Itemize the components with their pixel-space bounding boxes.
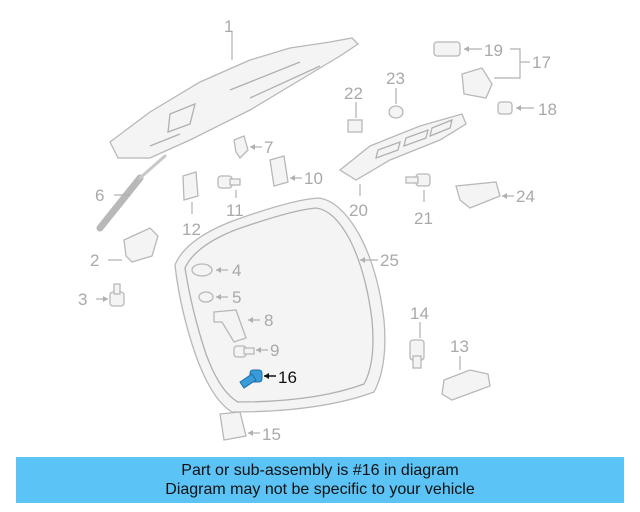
- part-10-bracket[interactable]: [269, 155, 289, 187]
- callout-7: 7: [264, 138, 273, 157]
- callout-5: 5: [232, 288, 241, 307]
- callout-9: 9: [270, 341, 279, 360]
- callout-18: 18: [538, 100, 557, 119]
- part-21-bolt[interactable]: [405, 173, 431, 187]
- part-17-latch[interactable]: [461, 67, 493, 99]
- callout-11: 11: [226, 201, 244, 220]
- callout-17: 17: [532, 53, 551, 72]
- callout-4: 4: [232, 261, 241, 280]
- part-2-hinge[interactable]: [123, 227, 159, 263]
- part-20-garnish[interactable]: [338, 113, 467, 181]
- part-25-liftgate[interactable]: [174, 197, 386, 413]
- part-3-bolt[interactable]: [109, 283, 125, 307]
- part-24-switch[interactable]: [455, 181, 501, 209]
- part-8-bracket[interactable]: [213, 309, 247, 343]
- part-19-clip[interactable]: [433, 41, 461, 57]
- callout-3: 3: [78, 290, 87, 309]
- part-16-bolt[interactable]: [239, 369, 263, 389]
- info-banner: Part or sub-assembly is #16 in diagram D…: [16, 457, 624, 503]
- banner-line-2: Diagram may not be specific to your vehi…: [165, 481, 475, 498]
- part-12-bumper[interactable]: [182, 171, 199, 201]
- part-13-striker[interactable]: [441, 369, 491, 401]
- callout-12: 12: [182, 220, 201, 239]
- callout-15: 15: [262, 425, 281, 444]
- part-9-bolt[interactable]: [233, 345, 255, 358]
- callout-19: 19: [484, 41, 503, 60]
- callout-22: 22: [344, 84, 363, 103]
- part-22-clip[interactable]: [347, 119, 363, 133]
- part-11-bolt[interactable]: [217, 175, 241, 189]
- part-5-grommet[interactable]: [198, 291, 214, 303]
- callout-2: 2: [90, 251, 99, 270]
- banner-line-1: Part or sub-assembly is #16 in diagram: [181, 462, 459, 479]
- callout-25: 25: [380, 251, 399, 270]
- part-4-grommet[interactable]: [191, 263, 213, 277]
- callout-8: 8: [264, 311, 273, 330]
- part-14-stopper[interactable]: [409, 339, 425, 369]
- part-18-bolt[interactable]: [497, 101, 513, 115]
- callout-13: 13: [450, 337, 469, 356]
- callout-23: 23: [386, 69, 405, 88]
- parts-diagram: 1 6 7 10 11 12 2 3 2: [78, 17, 557, 444]
- callout-24: 24: [516, 187, 535, 206]
- callout-10: 10: [304, 169, 323, 188]
- part-23-clip[interactable]: [388, 105, 404, 119]
- callout-14: 14: [410, 304, 429, 323]
- callout-16: 16: [278, 368, 297, 387]
- callout-21: 21: [414, 209, 433, 228]
- callout-20: 20: [349, 201, 368, 220]
- part-6-gas-strut[interactable]: [96, 154, 167, 232]
- part-7-clip[interactable]: [233, 135, 249, 160]
- part-15-bumper[interactable]: [219, 411, 247, 441]
- callout-1: 1: [224, 17, 233, 36]
- callout-6: 6: [95, 186, 104, 205]
- part-1-spoiler[interactable]: [109, 37, 360, 159]
